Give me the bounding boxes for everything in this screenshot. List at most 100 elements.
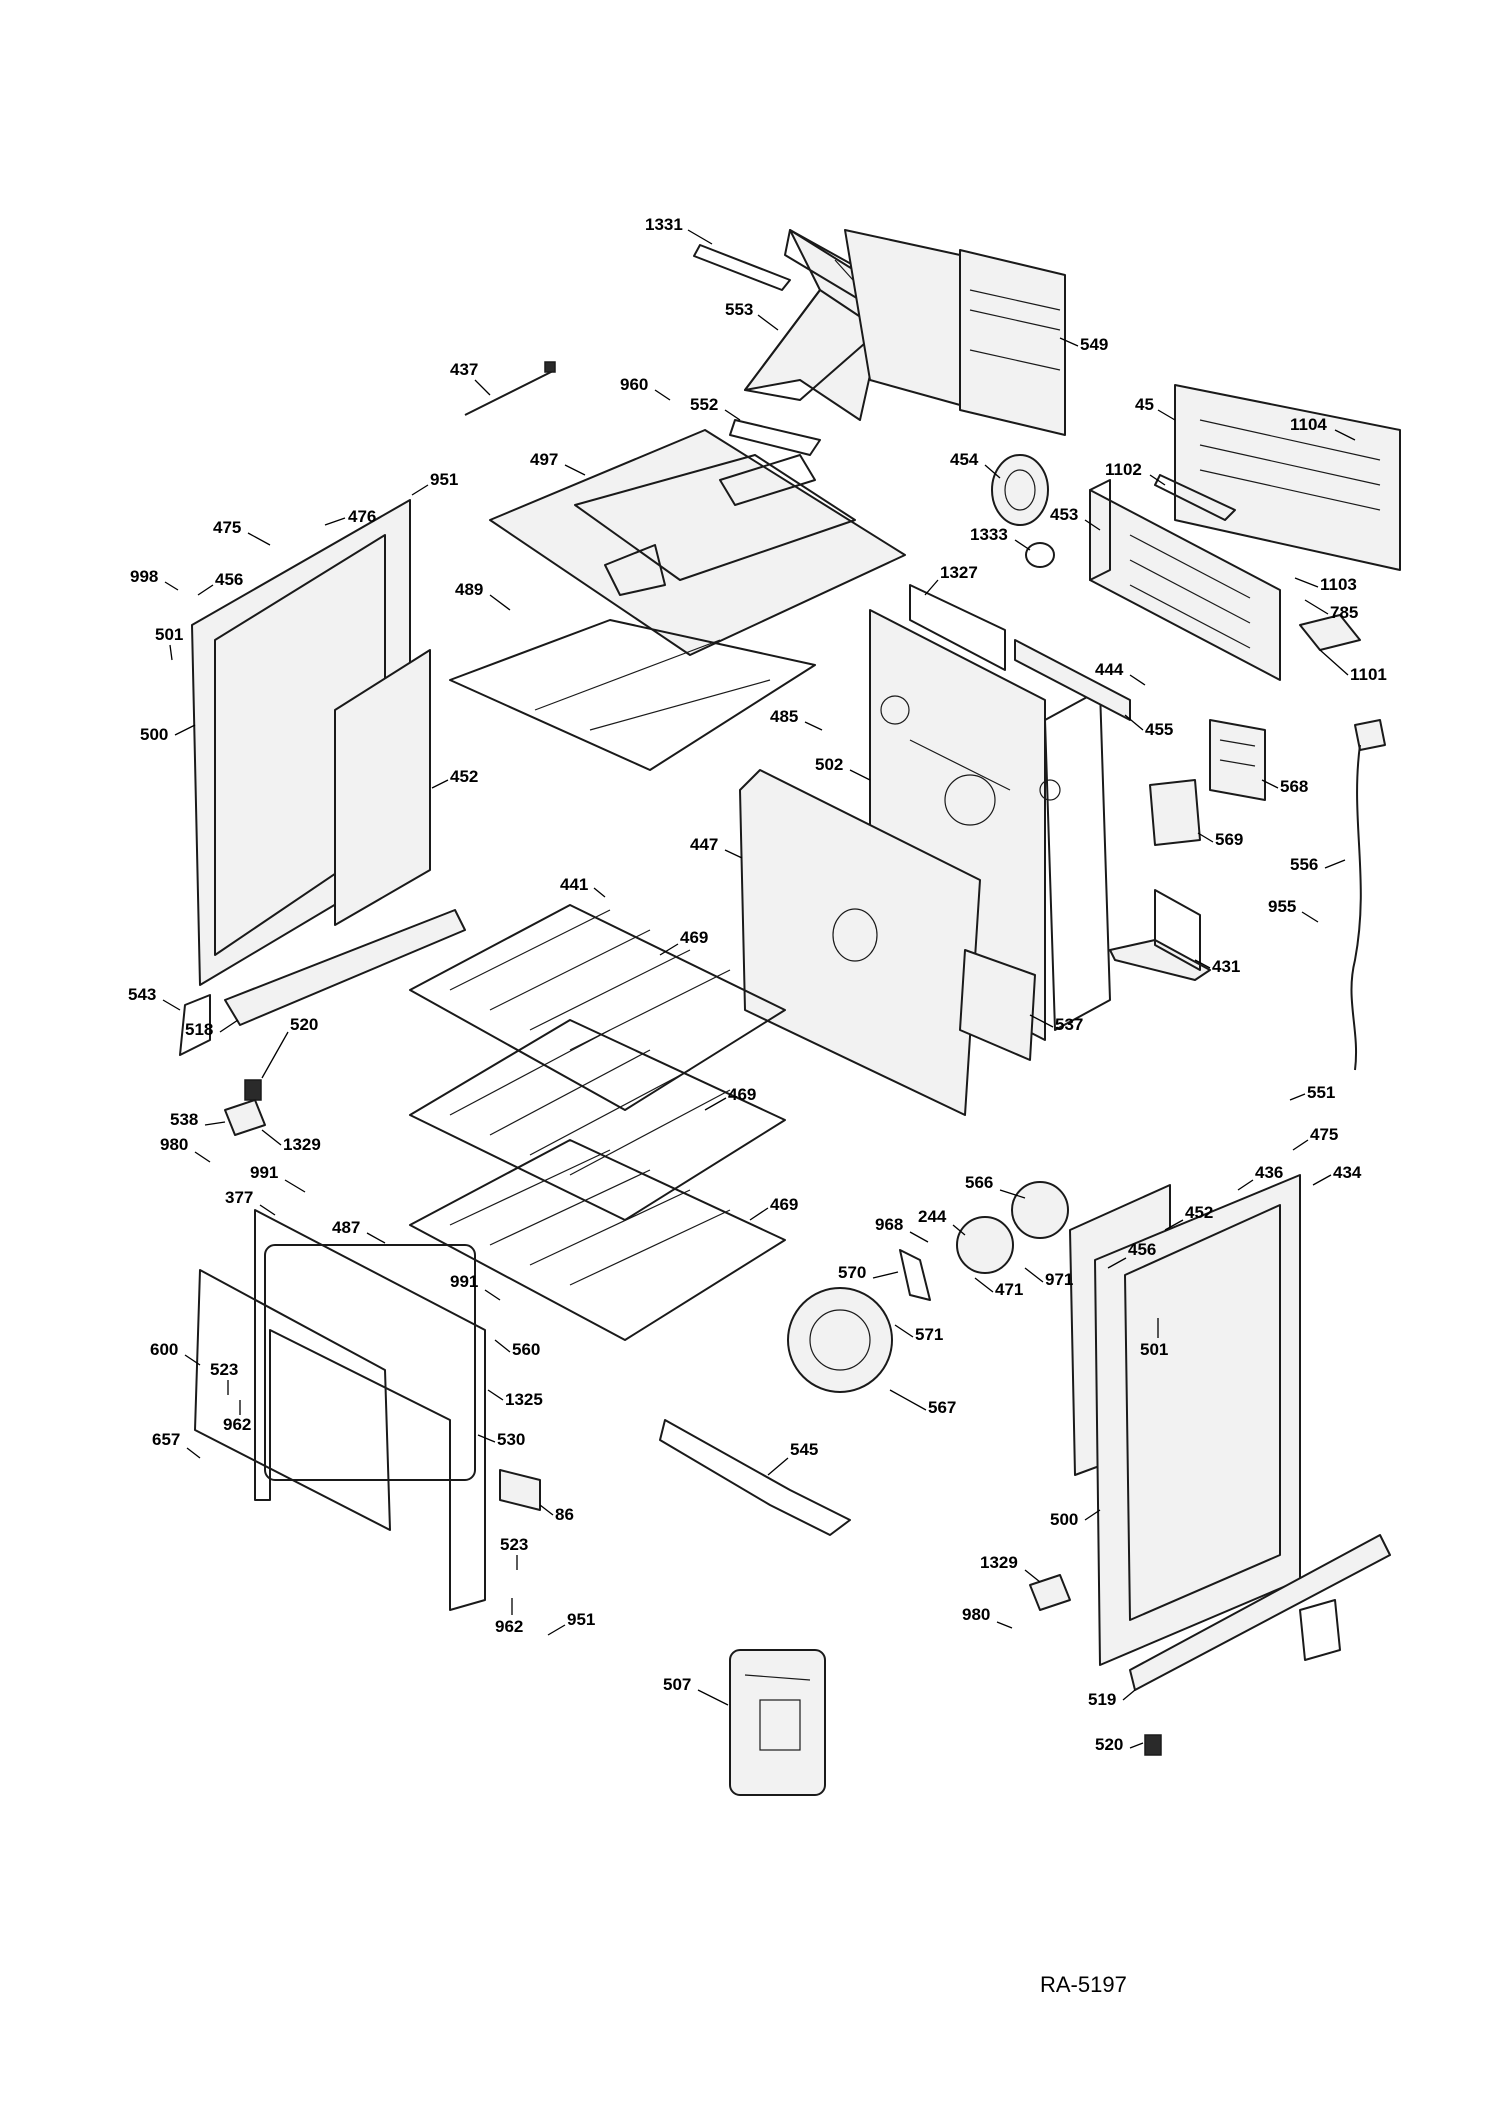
- heat-deflector-1101: [1299, 614, 1361, 651]
- callout-520-right: 520: [1095, 1735, 1144, 1754]
- callout-469-middle: 469: [704, 1085, 756, 1111]
- leader-line: [1304, 599, 1329, 615]
- leader-line: [757, 314, 779, 331]
- front-frame-86: [499, 1469, 541, 1511]
- leader-line: [1124, 714, 1144, 731]
- grommet-1333: [1025, 542, 1055, 568]
- leader-line: [924, 579, 939, 596]
- callout-657: 657: [152, 1430, 201, 1459]
- leader-line: [1059, 337, 1079, 347]
- leader-line: [489, 594, 511, 611]
- callout-label: 244: [918, 1207, 947, 1226]
- callout-label: 518: [185, 1020, 213, 1039]
- leader-line: [204, 1121, 226, 1126]
- callout-553: 553: [725, 300, 779, 331]
- callout-label: 1327: [940, 563, 978, 582]
- callout-label: 991: [450, 1272, 478, 1291]
- callout-456-left: 456: [197, 570, 243, 596]
- callout-label: 991: [250, 1163, 278, 1182]
- callout-label: 998: [130, 567, 158, 586]
- leader-line: [1084, 519, 1101, 531]
- callout-507: 507: [663, 1675, 729, 1706]
- leader-line: [704, 1097, 727, 1111]
- callout-960: 960: [620, 375, 671, 401]
- callout-523-upper: 523: [210, 1360, 238, 1395]
- callout-label: 520: [290, 1015, 318, 1034]
- callout-label: 1103: [1320, 575, 1357, 594]
- callout-label: 560: [512, 1340, 540, 1359]
- callout-label: 500: [140, 725, 168, 744]
- callout-500-right: 500: [1050, 1509, 1101, 1529]
- leader-line: [659, 943, 679, 956]
- callout-452-right: 452: [1164, 1203, 1213, 1231]
- leader-line: [164, 581, 179, 591]
- callout-label: 570: [838, 1263, 866, 1282]
- callout-label: 553: [725, 300, 753, 319]
- callout-label: 566: [965, 1173, 993, 1192]
- hinge-538-left: [224, 1099, 266, 1136]
- leader-line: [1334, 429, 1356, 441]
- callout-471: 471: [974, 1277, 1023, 1299]
- callout-label: 980: [160, 1135, 188, 1154]
- leader-line: [1164, 1219, 1184, 1231]
- callout-label: 502: [815, 755, 843, 774]
- callout-991-lower: 991: [450, 1272, 501, 1301]
- wiring-cover-453: [1089, 479, 1281, 681]
- callout-label: 475: [213, 518, 241, 537]
- leader-line: [184, 1354, 201, 1366]
- bracket-431: [1109, 889, 1211, 981]
- callout-971: 971: [1024, 1267, 1073, 1289]
- leader-line: [494, 1339, 511, 1353]
- leader-line: [1197, 832, 1214, 843]
- leader-line: [767, 1457, 789, 1476]
- callout-label: 453: [1050, 505, 1078, 524]
- leader-line: [1014, 539, 1031, 551]
- callout-436: 436: [1237, 1163, 1283, 1191]
- callout-485: 485: [770, 707, 823, 731]
- callout-label: 1101: [1350, 665, 1387, 684]
- callout-998: 998: [130, 567, 179, 591]
- leader-line: [1157, 409, 1176, 421]
- callout-label: 556: [1290, 855, 1318, 874]
- callout-label: 537: [1055, 1015, 1083, 1034]
- callout-label: 475: [1310, 1125, 1338, 1144]
- callout-label: 785: [1330, 603, 1358, 622]
- callout-980-right: 980: [962, 1605, 1013, 1629]
- leader-line: [194, 1151, 211, 1163]
- leader-line: [1129, 674, 1146, 686]
- callout-label: 657: [152, 1430, 180, 1449]
- callout-475-right: 475: [1292, 1125, 1338, 1151]
- door-gasket-600: [194, 1269, 391, 1531]
- leader-line: [261, 1031, 289, 1079]
- callout-530: 530: [477, 1430, 525, 1449]
- callout-label: 500: [1050, 1510, 1078, 1529]
- leader-line: [284, 1179, 306, 1193]
- callout-label: 567: [928, 1398, 956, 1417]
- callout-label: 497: [530, 450, 558, 469]
- front-frame-530: [254, 1209, 486, 1611]
- leveler-520-right: [1144, 1734, 1162, 1756]
- leader-line: [974, 1277, 994, 1293]
- callout-519: 519: [1088, 1689, 1136, 1709]
- leader-line: [1149, 474, 1166, 486]
- leader-line: [219, 1019, 239, 1033]
- callout-600: 600: [150, 1340, 201, 1366]
- callout-980-left: 980: [160, 1135, 211, 1163]
- callout-441: 441: [560, 875, 606, 898]
- leader-line: [952, 1224, 966, 1236]
- leader-line: [1194, 959, 1211, 969]
- leader-line: [186, 1447, 201, 1459]
- leader-line: [247, 532, 271, 546]
- callout-523-lower: 523: [500, 1535, 528, 1570]
- callout-label: 951: [567, 1610, 595, 1629]
- callout-label: 571: [915, 1325, 943, 1344]
- leader-line: [477, 1434, 496, 1443]
- leader-line: [324, 517, 346, 526]
- leader-line: [411, 484, 429, 496]
- callout-label: 454: [950, 450, 979, 469]
- callout-552: 552: [690, 395, 741, 421]
- callout-label: 487: [332, 1218, 360, 1237]
- leader-line: [197, 584, 214, 596]
- leveler-520-left: [244, 1079, 262, 1101]
